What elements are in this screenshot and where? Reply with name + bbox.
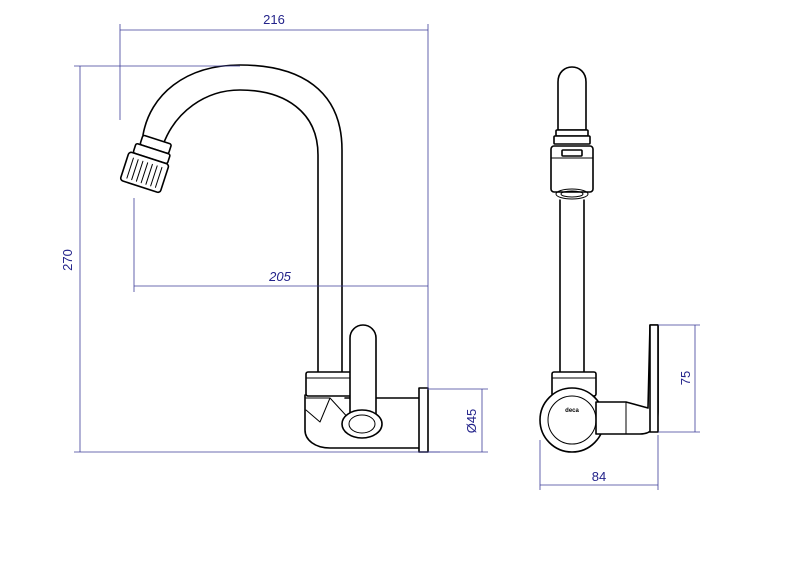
faucet-body [304, 394, 421, 449]
side-view: deca 84 75 [539, 66, 700, 490]
spout-outer-curve [142, 64, 343, 373]
dim-reach: 205 [268, 269, 291, 284]
side-body-outer [539, 387, 605, 453]
dim-width-total: 216 [263, 12, 285, 27]
aerator-head [119, 134, 172, 194]
wall-flange [418, 387, 429, 453]
spout-inner-curve [162, 89, 319, 373]
spout-top-cap [557, 66, 587, 131]
dim-diameter: Ø45 [464, 409, 479, 434]
spout-collar [305, 371, 355, 397]
dim-height-total: 270 [60, 249, 75, 271]
front-view: 216 270 205 Ø45 [60, 12, 488, 453]
lever-base [341, 409, 383, 439]
dim-depth: 84 [592, 469, 606, 484]
side-lever [595, 324, 659, 435]
dim-lever-height: 75 [678, 371, 693, 385]
brand-label: deca [565, 408, 579, 414]
